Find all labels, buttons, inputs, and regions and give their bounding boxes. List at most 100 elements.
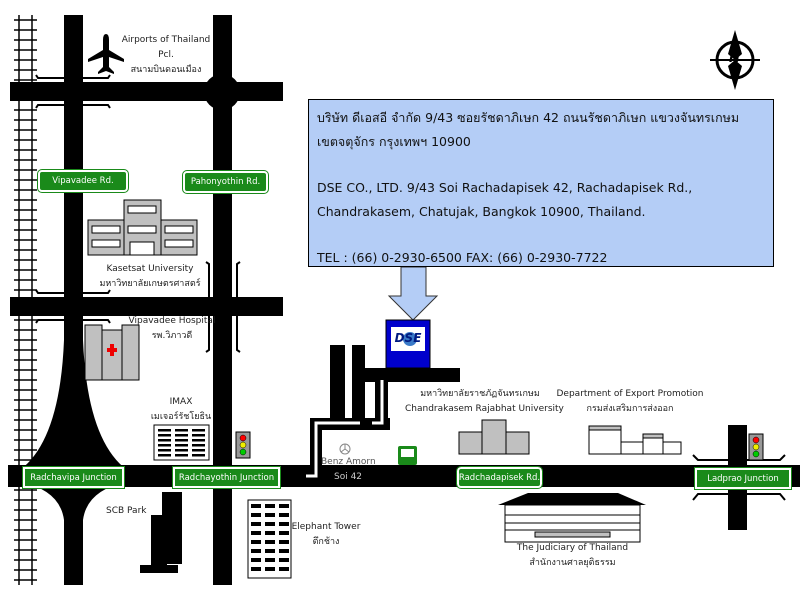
rajabhat-name-th: มหาวิทยาลัยราชภัฏจันทรเกษม <box>420 389 540 399</box>
window <box>265 531 275 535</box>
window <box>265 504 275 508</box>
kasetsart-building-icon <box>87 199 198 256</box>
elephant-tower-name-th: ตึกช้าง <box>312 537 340 547</box>
window <box>158 439 171 442</box>
judiciary-building-icon <box>498 493 646 543</box>
window <box>251 558 261 562</box>
rajabhat-building-icon <box>458 419 530 455</box>
window <box>158 429 171 432</box>
export-promotion-building-icon <box>588 425 682 455</box>
imax-label: IMAX เมเจอร์รัชโยธิน <box>145 395 217 425</box>
window <box>265 567 275 571</box>
window <box>175 439 188 442</box>
scb-park-building-icon <box>140 492 182 573</box>
window <box>175 429 188 432</box>
kasetsart-label: Kasetsat University มหาวิทยาลัยเกษตรศาสต… <box>85 262 215 292</box>
elephant-tower-label: Elephant Tower ตึกช้าง <box>290 520 362 550</box>
railway-track <box>14 15 37 585</box>
window <box>251 522 261 526</box>
window <box>279 504 289 508</box>
window <box>279 549 289 553</box>
window <box>175 449 188 452</box>
window <box>251 531 261 535</box>
window <box>279 558 289 562</box>
export-promotion-name-th: กรมส่งเสริมการส่งออก <box>586 404 674 414</box>
window <box>265 549 275 553</box>
sign-radchadapisek-rd: Radchadapisek Rd. <box>456 466 543 489</box>
airport-name-en-2: Pcl. <box>158 50 174 60</box>
soi-road-3 <box>352 368 460 382</box>
thai-address-line-1: บริษัท ดีเอสอี จำกัด 9/43 ซอยรัชดาภิเษก … <box>317 110 740 125</box>
window <box>279 522 289 526</box>
roads <box>8 15 800 585</box>
window <box>192 449 205 452</box>
window <box>192 454 205 457</box>
dse-office <box>385 319 431 369</box>
window <box>251 513 261 517</box>
route-path <box>306 380 384 478</box>
traffic-light-icon <box>748 433 764 461</box>
elephant-tower-building-icon <box>247 499 292 579</box>
roundabout <box>204 74 240 110</box>
airport-name-th: สนามบินดอนเมือง <box>130 65 202 75</box>
window <box>175 444 188 447</box>
sign-pahonyothin-rd: Pahonyothin Rd. <box>182 170 269 194</box>
window <box>251 567 261 571</box>
airport-label: Airports of Thailand Pcl. สนามบินดอนเมือ… <box>118 33 214 78</box>
scb-park-label: SCB Park <box>106 506 147 516</box>
kasetsart-name-en: Kasetsat University <box>106 264 194 274</box>
address-info-box: บริษัท ดีเอสอี จำกัด 9/43 ซอยรัชดาภิเษก … <box>308 99 774 267</box>
window <box>158 454 171 457</box>
soi-road-1 <box>330 345 345 425</box>
airplane-icon <box>88 34 124 74</box>
radchadapisek-road <box>8 465 800 487</box>
window <box>279 540 289 544</box>
sign-vipavadee-rd: Vipavadee Rd. <box>37 169 129 193</box>
hospital-name-th: รพ.วิภาวดี <box>151 331 193 341</box>
window <box>158 434 171 437</box>
airport-name-en: Airports of Thailand <box>121 35 211 45</box>
window <box>158 449 171 452</box>
sign-radchayothin-junction: Radchayothin Junction <box>172 466 281 489</box>
judiciary-label: The Judiciary of Thailand สำนักงานศาลยุต… <box>505 541 640 571</box>
bridge-markers <box>35 74 786 501</box>
bus-stop-icon <box>398 446 417 465</box>
soi-road-2 <box>352 345 365 425</box>
kasetsart-cross-road <box>10 297 283 316</box>
window <box>279 567 289 571</box>
kasetsart-name-th: มหาวิทยาลัยเกษตรศาสตร์ <box>99 279 201 289</box>
window <box>192 429 205 432</box>
window <box>265 513 275 517</box>
judiciary-name-th: สำนักงานศาลยุติธรรม <box>529 558 616 568</box>
window <box>279 531 289 535</box>
window <box>265 540 275 544</box>
hospital-label: Vipavadee Hospital รพ.วิภาวดี <box>122 314 222 344</box>
soi-42-label: Soi 42 <box>334 472 363 482</box>
window <box>175 434 188 437</box>
judiciary-name-en: The Judiciary of Thailand <box>516 543 629 553</box>
window <box>265 522 275 526</box>
window <box>158 444 171 447</box>
window <box>192 439 205 442</box>
hospital-name-en: Vipavadee Hospital <box>128 316 216 326</box>
window <box>192 444 205 447</box>
imax-building-icon <box>153 424 210 461</box>
traffic-light-icon <box>235 431 251 459</box>
contact-line: TEL : (66) 0-2930-6500 FAX: (66) 0-2930-… <box>317 250 608 265</box>
benz-amorn-label: Benz Amorn <box>321 457 376 467</box>
window <box>251 549 261 553</box>
export-promotion-name-en: Department of Export Promotion <box>556 389 704 399</box>
english-address-line-2: Chandrakasem, Chatujak, Bangkok 10900, T… <box>317 204 646 219</box>
top-cross-road <box>10 82 283 101</box>
export-promotion-label: Department of Export Promotion กรมส่งเสร… <box>555 387 705 417</box>
thai-address-line-2: เขตจตุจักร กรุงเทพฯ 10900 <box>317 134 471 149</box>
window <box>251 504 261 508</box>
compass-icon <box>710 30 760 90</box>
window <box>175 454 188 457</box>
rajabhat-name-en: Chandrakasem Rajabhat University <box>405 404 564 414</box>
pointer-arrow <box>387 266 439 321</box>
window <box>265 558 275 562</box>
mercedes-logo-icon <box>339 443 351 455</box>
window <box>279 513 289 517</box>
